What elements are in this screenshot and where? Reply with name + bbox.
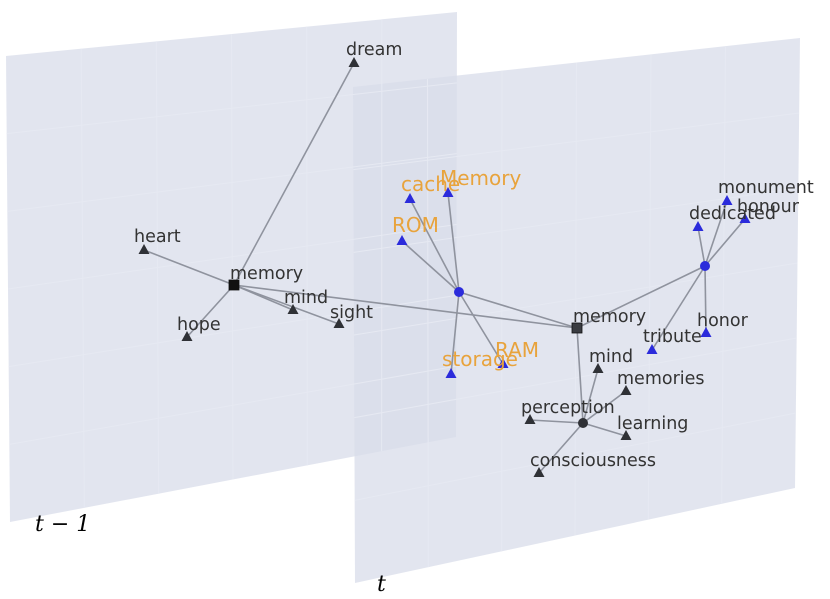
label-consciousness: consciousness [530,451,656,471]
label-Memory: Memory [440,166,522,190]
grid-line [353,262,798,336]
node-memories-triangle [620,385,632,395]
label-memory_prev: memory [230,264,303,284]
node-cache-triangle [404,193,416,203]
node-hope-triangle [181,331,193,341]
plane-previous-label: t − 1 [35,512,90,537]
edge-hub_computer-Memory [447,192,460,293]
edge-hub_computer-cache [409,198,460,293]
edge-hub_computer-ROM [401,240,460,293]
label-dedicated: dedicated [689,204,776,224]
node-learning-triangle [620,430,632,440]
node-ROM-triangle [396,235,408,245]
label-hope: hope [177,315,221,335]
node-hub_honor-hub [700,261,710,271]
label-memory_curr: memory [573,307,646,327]
node-memory_curr-square [571,322,583,334]
edge-hub_honor-honour [704,218,746,267]
edge-hub_computer-RAM [458,291,504,365]
grid-line [7,153,457,212]
edge-memory_prev-dream [233,62,355,286]
edge-hub_mind-perception [529,419,584,424]
label-storage: storage [442,347,518,371]
node-memory_prev-square [228,279,240,291]
grid-line [6,82,457,135]
edge-hub_honor-tribute [651,265,706,351]
label-learning: learning [617,414,688,434]
edge-hub_honor-honor [704,265,707,334]
plane-grid [6,19,800,568]
grid-line [354,337,797,419]
grid-line [353,112,800,171]
edges-layer [143,62,746,474]
label-honor: honor [697,311,749,331]
grid-line [8,294,457,368]
node-dedicated-triangle [692,221,704,231]
label-mind_curr: mind [589,347,633,367]
edge-memory_prev-heart [143,249,235,286]
label-monument: monument [718,178,814,198]
label-RAM: RAM [495,338,539,362]
node-hub_mind-hub [578,418,588,428]
edge-memory_curr-hub_honor [576,265,706,329]
plane-previous [6,12,457,522]
node-heart-triangle [138,244,150,254]
edge-hub_honor-monument [704,200,728,267]
node-RAM-triangle [497,358,509,368]
edge-memory_prev-sight [233,284,340,325]
grid-line [9,365,457,445]
node-mind_curr-triangle [592,363,604,373]
node-dream-triangle [348,57,360,67]
grid-line [354,412,796,501]
node-monument-triangle [721,195,733,205]
label-perception: perception [521,398,615,418]
node-perception-triangle [524,414,536,424]
label-ROM: ROM [392,213,439,237]
label-honour: honour [737,197,800,217]
node-mind_prev-triangle [287,304,299,314]
nodes-layer [138,57,751,477]
edge-hub_mind-memories [582,390,627,424]
label-heart: heart [134,227,181,247]
edge-hub_computer-storage [450,291,460,375]
grid-line [353,187,799,253]
edge-hub_mind-learning [582,422,627,437]
edge-hub_honor-dedicated [697,226,706,267]
plane-current-label: t [377,572,386,597]
node-tribute-triangle [646,344,658,354]
node-sight-triangle [333,318,345,328]
edge-memory_curr-hub_mind [576,327,584,424]
label-tribute: tribute [643,327,702,347]
edge-memory_curr-hub_computer [458,291,578,329]
node-storage-triangle [445,368,457,378]
edge-cross-time [233,284,578,329]
node-Memory-triangle [442,187,454,197]
label-mind_prev: mind [284,288,328,308]
label-dream: dream [346,40,402,60]
node-consciousness-triangle [533,467,545,477]
node-honor-triangle [700,327,712,337]
node-hub_computer-hub [454,287,464,297]
edge-hub_mind-mind_curr [582,368,599,424]
node-honour-triangle [739,213,751,223]
plane-current [353,38,800,583]
edge-memory_prev-hope [186,284,235,338]
edge-hub_mind-consciousness [538,422,584,474]
grid-line [7,224,457,290]
label-sight: sight [330,303,373,323]
label-memories: memories [617,369,705,389]
label-cache: cache [401,172,460,196]
